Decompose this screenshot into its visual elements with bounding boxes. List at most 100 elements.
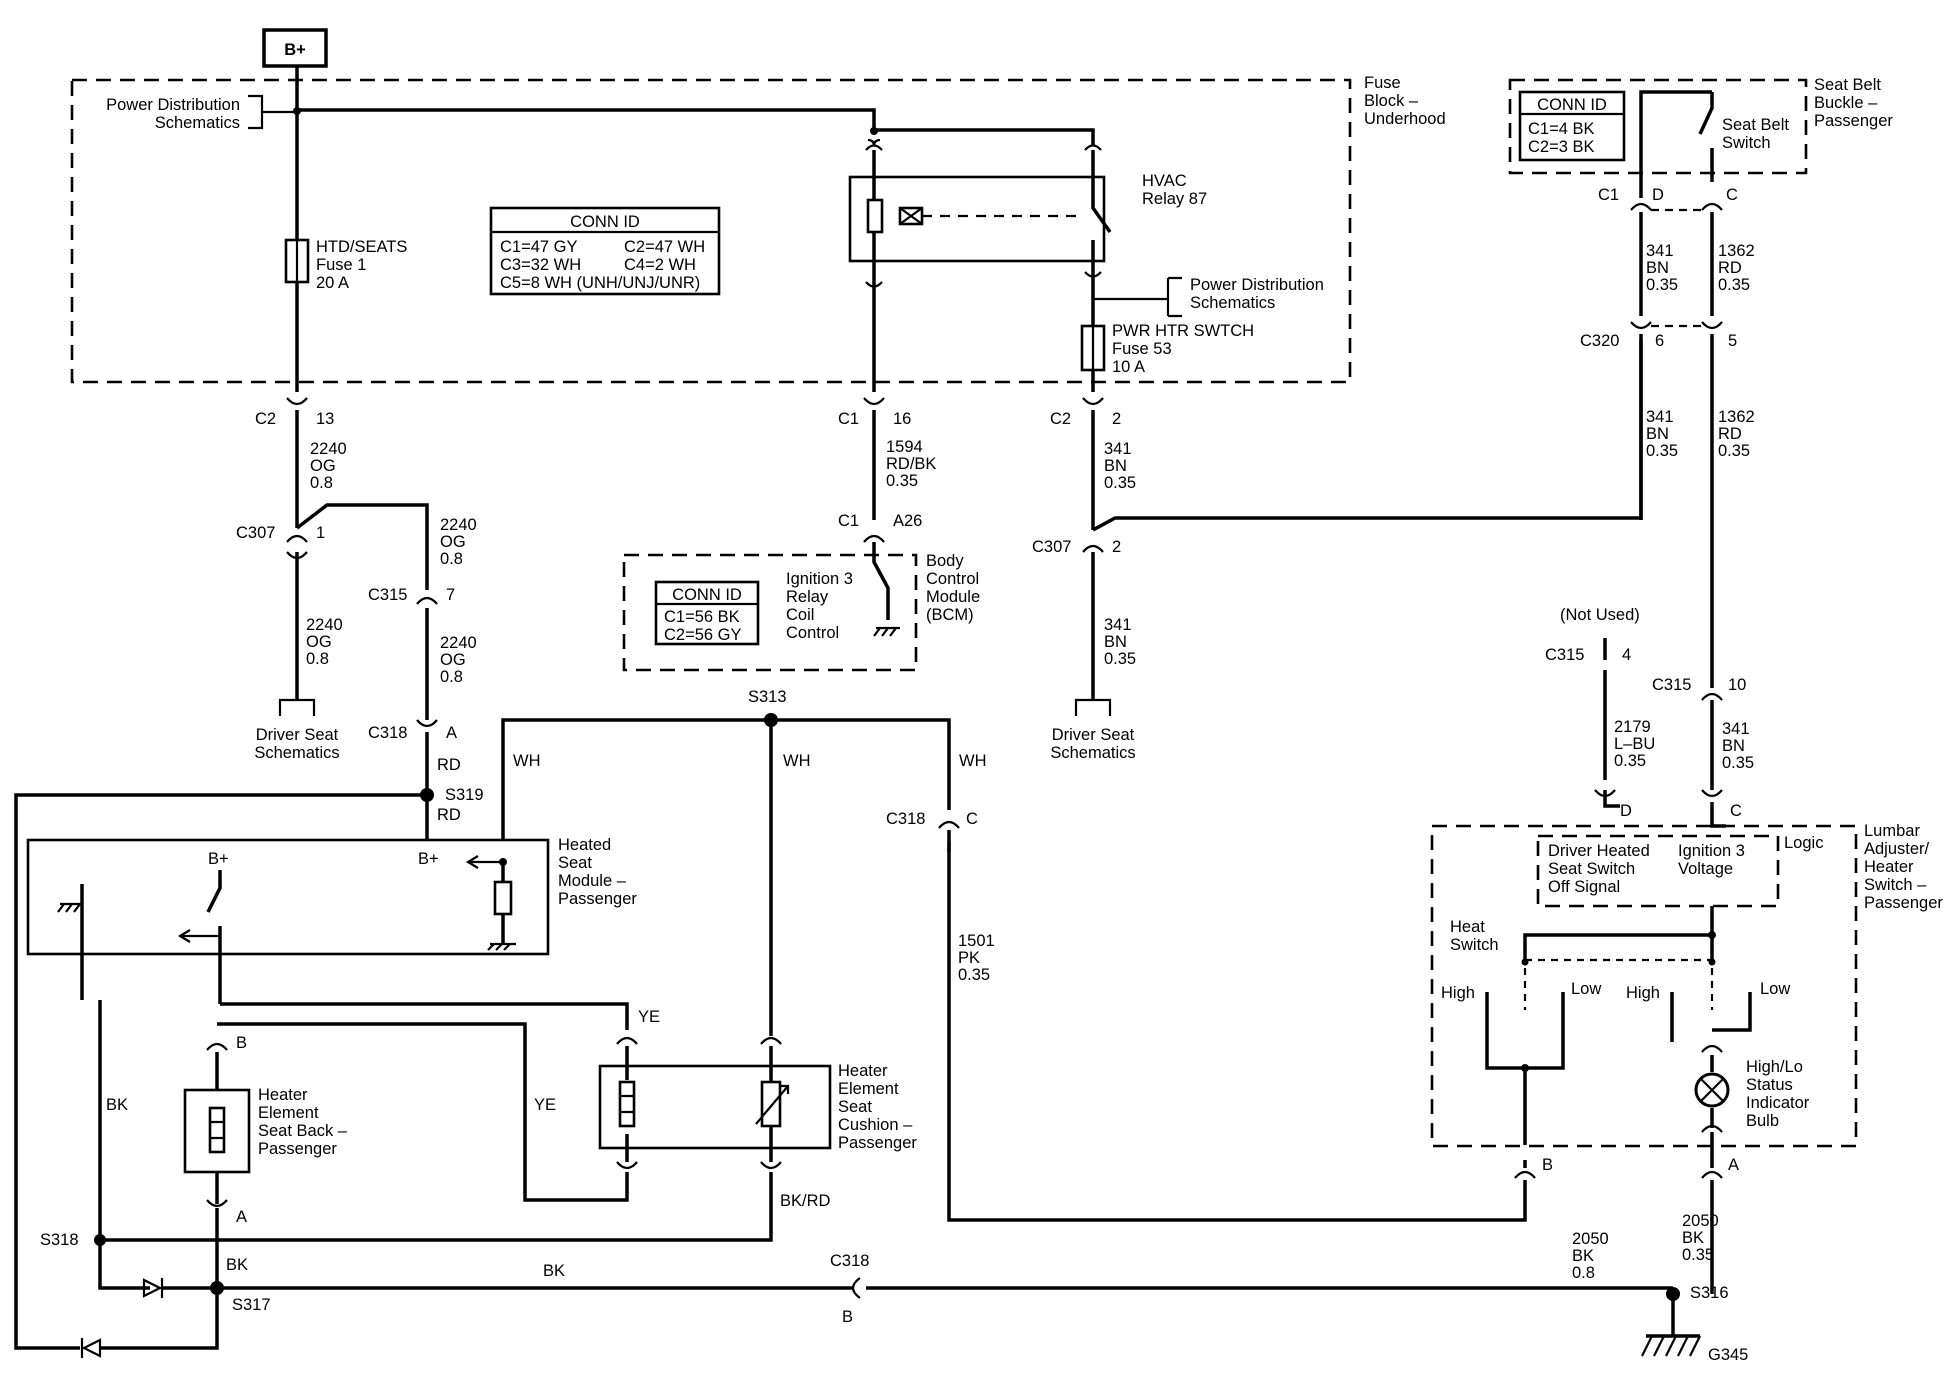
fuse-block-conn-id-row-4: C4=2 WH xyxy=(624,256,696,274)
fuse-block-conn-id-row-5: C5=8 WH (UNH/UNJ/UNR) xyxy=(500,274,700,292)
connector-c307-1-name: C307 xyxy=(236,524,275,542)
connector-c315-10-pin: 10 xyxy=(1728,676,1746,694)
not-used-label: (Not Used) xyxy=(1560,606,1640,624)
splice-s313-label: S313 xyxy=(748,688,787,706)
ground-g345-label: G345 xyxy=(1708,1346,1748,1364)
switch-high-1: High xyxy=(1441,984,1475,1002)
seat-belt-conn-id-row-2: C2=3 BK xyxy=(1528,138,1595,156)
bcm-conn-id-row-2: C2=56 GY xyxy=(664,626,742,644)
fuse-block-conn-id-row-2: C2=47 WH xyxy=(624,238,705,256)
splice-s319: S319 xyxy=(14,786,484,1350)
fuse-block-conn-id-row-1: C1=47 GY xyxy=(500,238,578,256)
wire-bk-1: BK xyxy=(106,1096,128,1114)
connector-c318-b-pin: B xyxy=(842,1308,853,1326)
splice-s319-label: S319 xyxy=(445,786,484,804)
connector-c1-a26-name: C1 xyxy=(838,512,859,530)
switch-pin-c: C xyxy=(1730,802,1742,820)
connector-c318-a-name: C318 xyxy=(368,724,407,742)
connector-c2-2-pin: 2 xyxy=(1112,410,1121,428)
splice-s317-label: S317 xyxy=(232,1296,271,1314)
connector-c315-4-pin: 4 xyxy=(1622,646,1631,664)
connector-c320-pin-6: 6 xyxy=(1655,332,1664,350)
connector-c315-7-pin: 7 xyxy=(446,586,455,604)
connector-c318-a-pin: A xyxy=(446,724,457,742)
connector-c318-c-pin: C xyxy=(966,810,978,828)
connector-c315-10-name: C315 xyxy=(1652,676,1691,694)
splice-s318-label: S318 xyxy=(40,1231,79,1249)
heater-back-pin-b: B xyxy=(236,1034,247,1052)
switch-high-2: High xyxy=(1626,984,1660,1002)
connector-c1-a26-pin: A26 xyxy=(893,512,922,530)
fuse-block-conn-id-row-3: C3=32 WH xyxy=(500,256,581,274)
wire-ye-upper xyxy=(220,1002,629,1030)
bcm-conn-id-title: CONN ID xyxy=(672,586,742,604)
connector-c1-16-pin: 16 xyxy=(893,410,911,428)
wire-bk-3: BK xyxy=(543,1262,565,1280)
wire-ye-2: YE xyxy=(534,1096,556,1114)
connector-c2-2-name: C2 xyxy=(1050,410,1071,428)
bcm-conn-id: CONN ID C1=56 BK C2=56 GY xyxy=(654,580,760,646)
wire-bkrd: BK/RD xyxy=(780,1192,831,1210)
splice-s313: S313 WH WH WH xyxy=(501,688,987,1036)
connector-c318-c-name: C318 xyxy=(886,810,925,828)
connector-c318-a: C318 A RD RD xyxy=(368,719,461,840)
fuse-block-conn-id: CONN ID C1=47 GY C2=47 WH C3=32 WH C4=2 … xyxy=(489,206,721,296)
connector-c1-16-name: C1 xyxy=(838,410,859,428)
connector-c315-7-name: C315 xyxy=(368,586,407,604)
wire-wh-2: WH xyxy=(783,752,811,770)
switch-pin-a: A xyxy=(1728,1156,1739,1174)
battery-label: B+ xyxy=(284,41,306,59)
connector-c307-2-pin: 2 xyxy=(1112,538,1121,556)
seat-belt-conn-id-title: CONN ID xyxy=(1537,96,1607,114)
bcm-conn-id-row-1: C1=56 BK xyxy=(664,608,740,626)
connector-c-pin: C xyxy=(1726,186,1738,204)
connector-c2-13-pin: 13 xyxy=(316,410,334,428)
ground-g345: S316 G345 xyxy=(1641,1284,1748,1364)
switch-low-1: Low xyxy=(1571,980,1601,998)
connector-c2-13-name: C2 xyxy=(255,410,276,428)
